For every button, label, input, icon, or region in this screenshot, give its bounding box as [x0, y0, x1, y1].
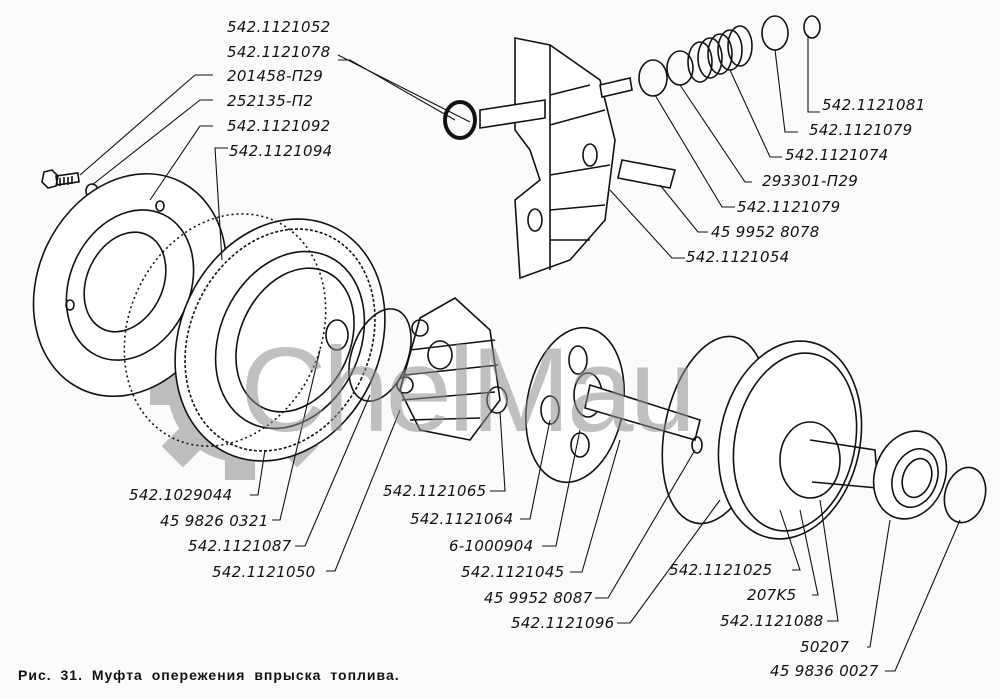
part-label: 6-1000904 [449, 537, 534, 555]
part-label: 542.1121096 [511, 614, 615, 632]
bearing-part [872, 430, 948, 520]
part-label: 45 9836 0027 [770, 662, 879, 680]
hub-part [396, 297, 501, 441]
washer-part [443, 100, 477, 140]
part-label: 542.1121065 [383, 482, 487, 500]
part-label: 542.1121081 [822, 96, 926, 114]
figure-caption: Рис. 31. Муфта опережения впрыска топлив… [18, 667, 400, 683]
part-label: 542.1121079 [737, 198, 841, 216]
part-label: 542.1121064 [410, 510, 514, 528]
part-label: 542.1121045 [461, 563, 565, 581]
part-label: 201458-П29 [227, 67, 324, 85]
part-label: 542.1121054 [686, 248, 790, 266]
part-label: 293301-П29 [762, 172, 859, 190]
part-label: 542.1121078 [227, 43, 331, 61]
part-label: 45 9952 8087 [484, 589, 593, 607]
parts [32, 15, 987, 672]
part-label: 542.1121088 [720, 612, 824, 630]
part-label: 542.1121092 [227, 117, 331, 135]
part-label: 542.1121052 [227, 18, 331, 36]
part-label: 542.1029044 [129, 486, 233, 504]
part-label: 542.1121087 [188, 537, 292, 555]
retaining-ring-part [943, 466, 987, 524]
part-label: 542.1121050 [212, 563, 316, 581]
snap-ring-part [325, 319, 349, 351]
roller-part [617, 159, 677, 189]
part-label: 45 9826 0321 [160, 512, 269, 530]
timing-gear-part [123, 213, 386, 462]
part-label: 252135-П2 [227, 92, 314, 110]
part-label: 45 9952 8078 [711, 223, 820, 241]
shaft-part [584, 383, 701, 442]
part-label: 542.1121074 [785, 146, 889, 164]
part-label: 50207 [800, 638, 850, 656]
watermark: ChelMau [240, 323, 696, 457]
leader-lines [79, 35, 961, 672]
spring-part [687, 25, 753, 83]
part-label: 542.1121094 [229, 142, 333, 160]
pin-part [486, 386, 508, 414]
bolt-part [41, 169, 80, 189]
flyweight-part [479, 37, 633, 280]
part-label: 542.1121079 [809, 121, 913, 139]
part-label: 207K5 [747, 586, 797, 604]
part-label: 542.1121025 [669, 561, 773, 579]
housing-part [661, 335, 879, 540]
